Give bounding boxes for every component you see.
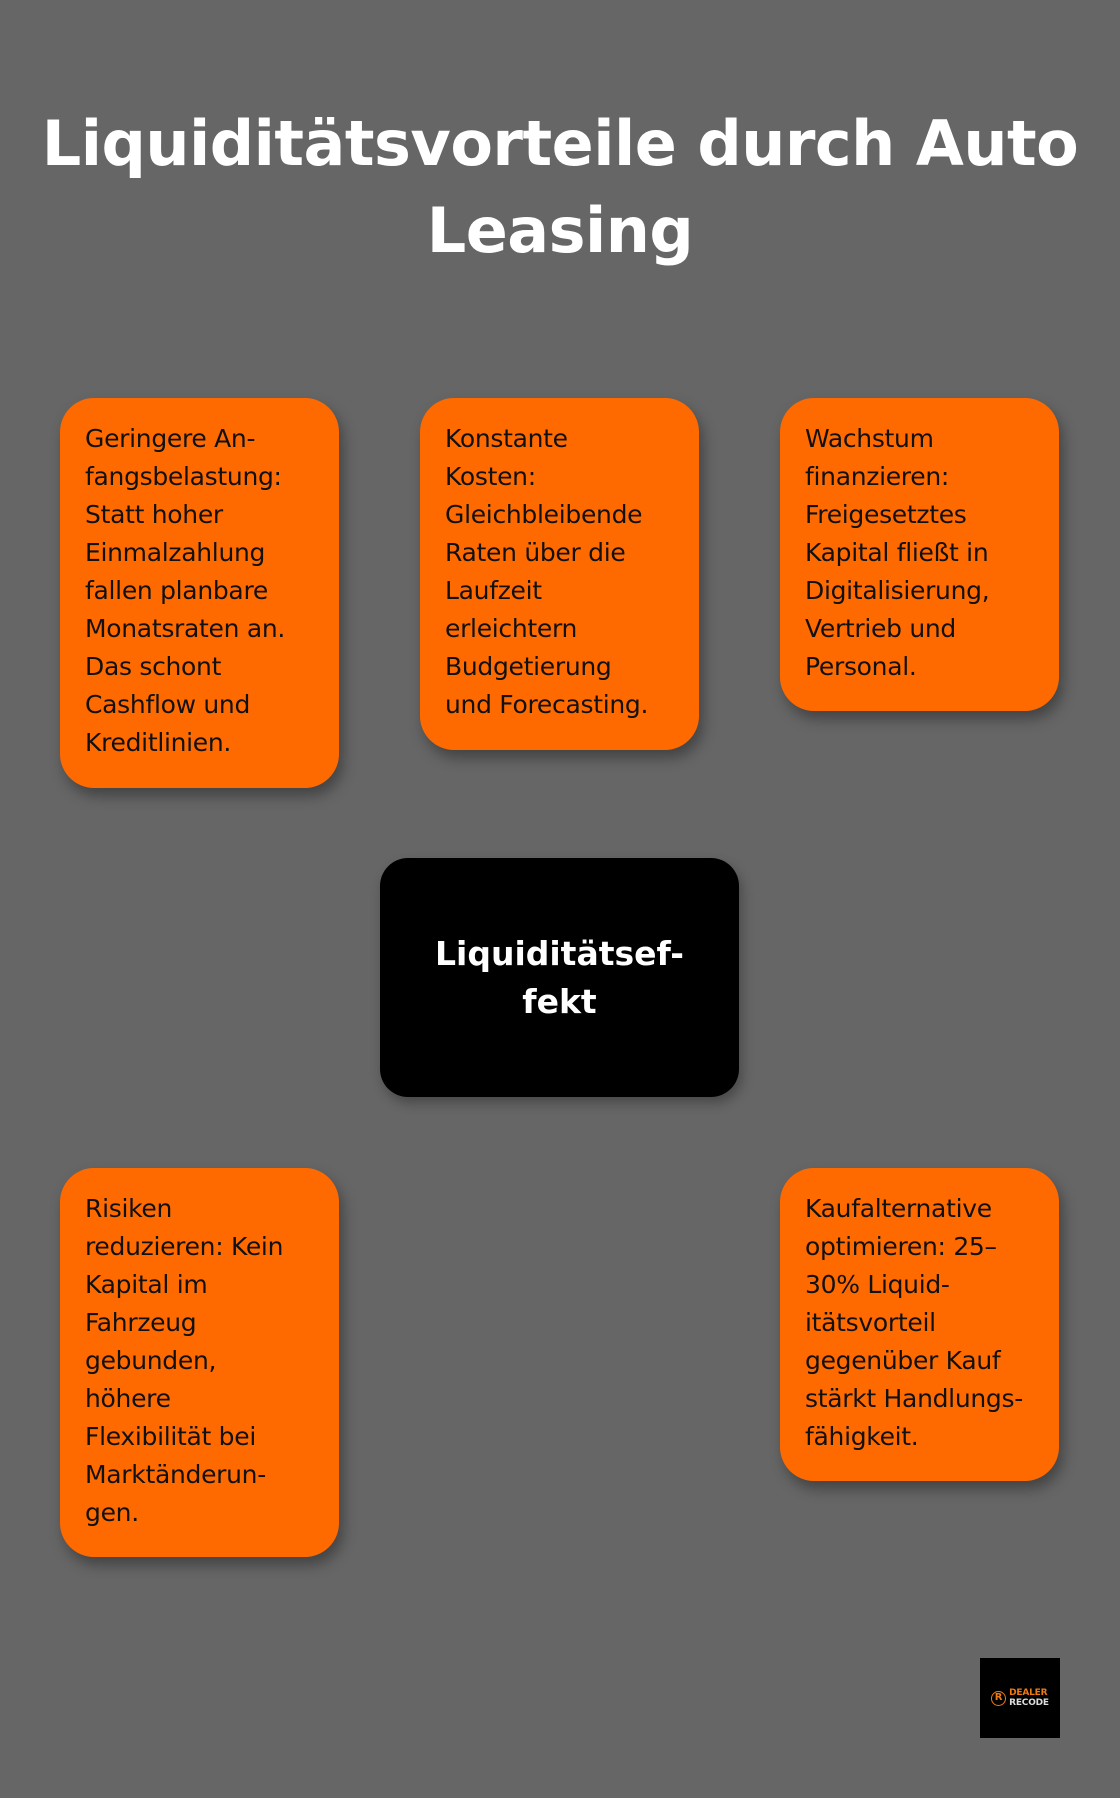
r-circle-icon: R <box>991 1690 1007 1706</box>
page-title: Liquiditätsvorteile durch Auto Leasing <box>41 107 1079 267</box>
card-text: Kaufalternative optimieren: 25– 30% Liqu… <box>805 1194 1023 1451</box>
center-node-liquiditaetseffekt: Liquiditätsef- fekt <box>380 858 739 1097</box>
card-kaufalternative-optimieren: Kaufalternative optimieren: 25– 30% Liqu… <box>780 1168 1059 1481</box>
card-wachstum-finanzieren: Wachstum finanzieren: Freigesetztes Kapi… <box>780 398 1059 711</box>
card-text: Risiken reduzieren: Kein Kapital im Fahr… <box>85 1194 284 1527</box>
card-risiken-reduzieren: Risiken reduzieren: Kein Kapital im Fahr… <box>60 1168 339 1557</box>
card-text: Wachstum finanzieren: Freigesetztes Kapi… <box>805 424 990 681</box>
logo-line-recode: RECODE <box>1009 1698 1049 1708</box>
dealer-recode-logo: R DEALER RECODE <box>980 1658 1060 1738</box>
card-text: Konstante Kosten: Gleichbleibende Raten … <box>445 424 649 719</box>
card-geringere-anfangsbelastung: Geringere An- fangsbelastung: Statt hohe… <box>60 398 339 788</box>
card-konstante-kosten: Konstante Kosten: Gleichbleibende Raten … <box>420 398 699 750</box>
center-label: Liquiditätsef- fekt <box>434 933 684 1021</box>
card-text: Geringere An- fangsbelastung: Statt hohe… <box>85 424 286 757</box>
logo-wordmark: DEALER RECODE <box>1009 1688 1049 1708</box>
logo-line-dealer: DEALER <box>1009 1688 1048 1698</box>
